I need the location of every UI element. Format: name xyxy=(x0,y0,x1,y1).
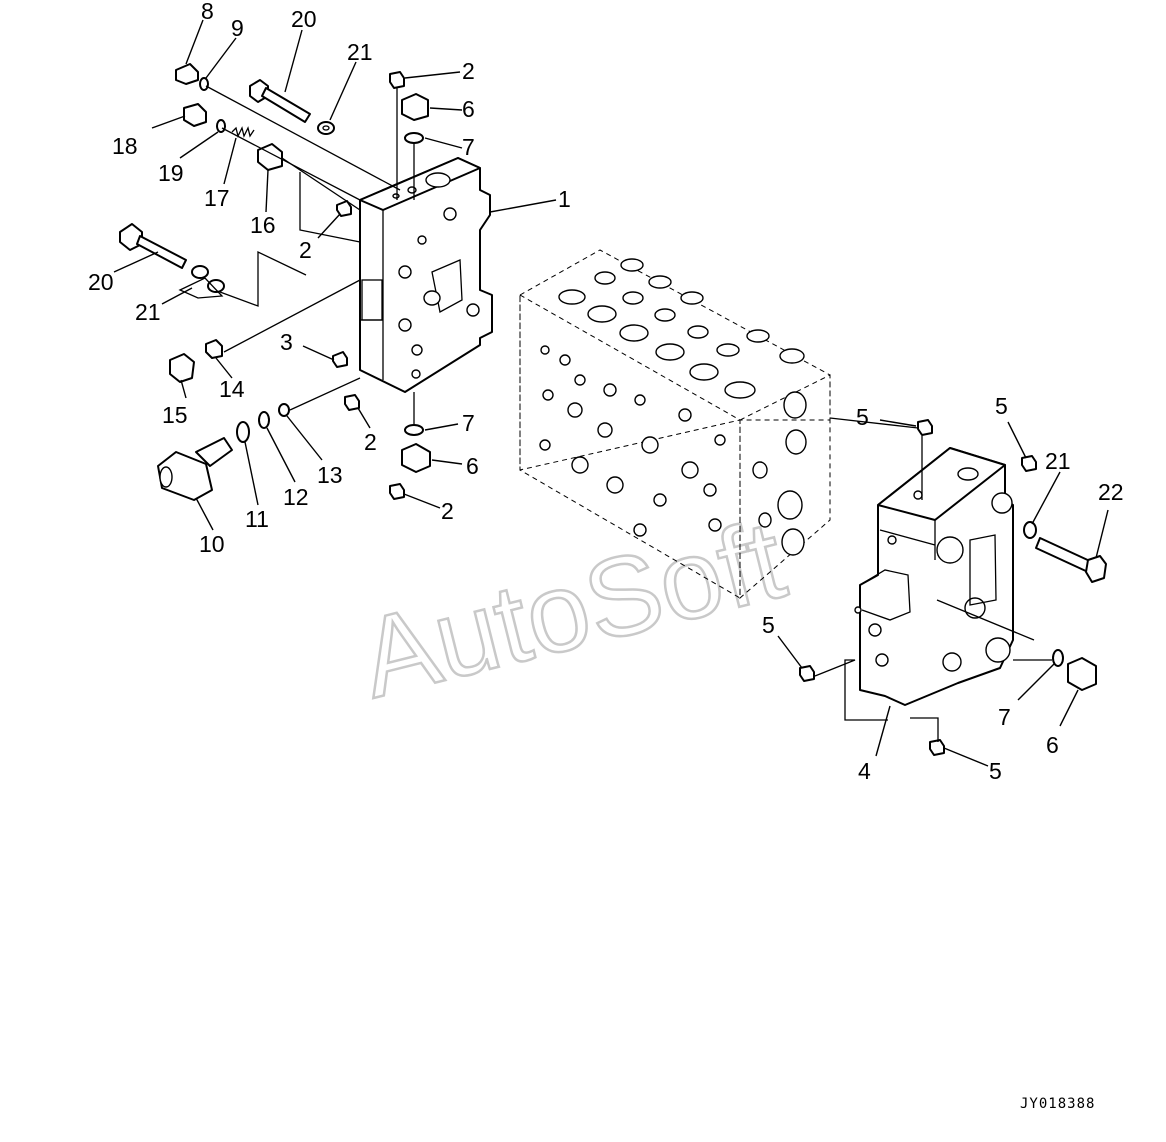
callout-6-upper: 6 xyxy=(462,96,475,122)
callout-7-lower: 7 xyxy=(462,410,475,436)
main-body-top-ports xyxy=(558,258,805,399)
callout-2-bottom: 2 xyxy=(441,498,454,524)
watermark: AutoSoft xyxy=(349,496,796,721)
main-body-side-ports xyxy=(539,345,726,537)
callout-10: 10 xyxy=(199,531,225,557)
callout-3: 3 xyxy=(280,329,293,355)
callout-2-mid: 2 xyxy=(299,237,312,263)
callout-19: 19 xyxy=(158,160,184,186)
callout-5-bottom: 5 xyxy=(989,758,1002,784)
callout-9: 9 xyxy=(231,15,244,41)
small-parts xyxy=(119,63,1107,756)
callout-20-upper: 20 xyxy=(291,6,317,32)
callout-2-lower: 2 xyxy=(364,429,377,455)
callout-2-top: 2 xyxy=(462,58,475,84)
callout-labels: 8 9 20 21 2 6 7 18 19 17 16 1 2 20 21 3 … xyxy=(88,0,1124,784)
callout-8: 8 xyxy=(201,0,214,24)
callout-1: 1 xyxy=(558,186,571,212)
callout-22: 22 xyxy=(1098,479,1124,505)
callout-12: 12 xyxy=(283,484,309,510)
callout-17: 17 xyxy=(204,185,230,211)
main-valve-body xyxy=(519,249,831,600)
callout-15: 15 xyxy=(162,402,188,428)
callout-16: 16 xyxy=(250,212,276,238)
callout-18: 18 xyxy=(112,133,138,159)
callout-21-lower: 21 xyxy=(135,299,161,325)
drawing-code: JY018388 xyxy=(1020,1096,1095,1112)
callout-4: 4 xyxy=(858,758,871,784)
callout-13: 13 xyxy=(317,462,343,488)
callout-5-left: 5 xyxy=(762,612,775,638)
callout-7-upper: 7 xyxy=(462,134,475,160)
callout-21-upper: 21 xyxy=(347,39,373,65)
callout-14: 14 xyxy=(219,376,245,402)
callout-7-right: 7 xyxy=(998,704,1011,730)
callout-5-right: 5 xyxy=(995,393,1008,419)
callout-6-lower: 6 xyxy=(466,453,479,479)
callout-20-lower: 20 xyxy=(88,269,114,295)
main-body-end-ports xyxy=(752,391,807,556)
valve-section-1 xyxy=(359,157,493,393)
valve-section-4 xyxy=(854,447,1014,706)
leader-lines xyxy=(113,19,1109,767)
callout-5-top: 5 xyxy=(856,404,869,430)
callout-21-right: 21 xyxy=(1045,448,1071,474)
callout-6-right: 6 xyxy=(1046,732,1059,758)
callout-11: 11 xyxy=(245,506,269,532)
